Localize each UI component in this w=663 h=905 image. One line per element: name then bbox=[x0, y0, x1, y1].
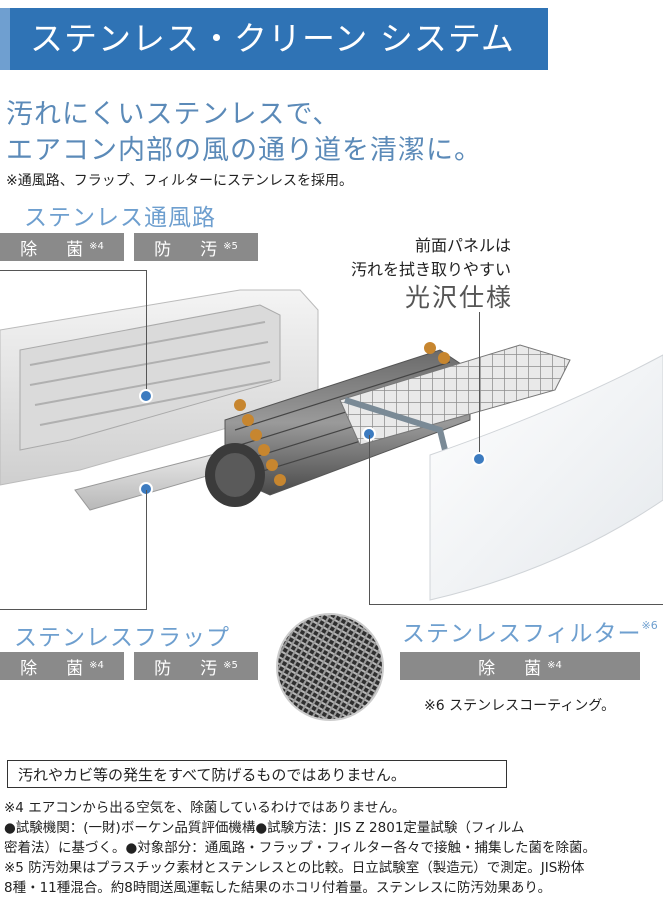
flap-badge-antifouling: 防 汚※5 bbox=[134, 652, 258, 680]
filter-badge-sterilize-label: 除 菌 bbox=[478, 659, 548, 679]
note-stainless: ※通風路、フラップ、フィルターにステンレスを採用。 bbox=[6, 173, 354, 189]
panel-leader bbox=[479, 312, 480, 458]
panel-callout-line3: 光沢仕様 bbox=[404, 283, 513, 312]
disclaimer-box: 汚れやカビ等の発生をすべて防げるものではありません。 bbox=[7, 760, 507, 788]
flap-badge-antifouling-label: 防 汚 bbox=[154, 659, 224, 679]
filter-leader-h bbox=[369, 604, 663, 605]
airpath-badge-sterilize-mark: ※4 bbox=[89, 241, 104, 252]
flap-title: ステンレスフラップ bbox=[14, 625, 230, 651]
footnote-line4: ※5 防汚効果はプラスチック素材とステンレスとの比較。日立試験室（製造元）で測定… bbox=[4, 860, 585, 876]
airpath-leader-v bbox=[146, 270, 147, 396]
filter-leader-v bbox=[369, 435, 370, 604]
airpath-badge-antifouling-mark: ※5 bbox=[223, 241, 238, 252]
airpath-title: ステンレス通風路 bbox=[24, 205, 216, 231]
flap-leader-h bbox=[0, 609, 147, 610]
filter-badge-sterilize-mark: ※4 bbox=[547, 660, 562, 671]
footnote-line3: 密着法）に基づく。●対象部分：通風路・フラップ・フィルター各々で接触・捕集した菌… bbox=[4, 840, 597, 856]
headline-line2: エアコン内部の風の通り道を清潔に。 bbox=[6, 135, 482, 166]
filter-title-text: ステンレスフィルター bbox=[402, 621, 642, 647]
header-title: ステンレス・クリーン システム bbox=[30, 19, 515, 58]
header-banner bbox=[0, 8, 548, 70]
filter-mesh-closeup bbox=[276, 613, 384, 721]
airpath-leader-h bbox=[0, 270, 146, 271]
flap-badge-sterilize: 除 菌※4 bbox=[0, 652, 124, 680]
flap-badge-antifouling-mark: ※5 bbox=[223, 660, 238, 671]
footnote-line5: 8種・11種混合。約8時間送風運転した結果のホコリ付着量。ステンレスに防汚効果あ… bbox=[4, 880, 552, 896]
panel-callout-line1: 前面パネルは bbox=[414, 236, 511, 255]
filter-badge-sterilize: 除 菌※4 bbox=[400, 652, 640, 680]
airpath-badge-antifouling: 防 汚※5 bbox=[134, 233, 258, 261]
airpath-marker-dot bbox=[139, 389, 153, 403]
filter-title: ステンレスフィルター※6 bbox=[402, 614, 658, 648]
product-illustration bbox=[0, 289, 663, 601]
filter-note: ※6 ステンレスコーティング。 bbox=[424, 698, 616, 714]
headline-line1: 汚れにくいステンレスで、 bbox=[6, 99, 341, 130]
flap-leader-v bbox=[146, 490, 147, 609]
filter-title-mark: ※6 bbox=[641, 619, 658, 632]
panel-callout-line2: 汚れを拭き取りやすい bbox=[350, 260, 511, 279]
panel-marker-dot bbox=[472, 452, 486, 466]
flap-badge-sterilize-label: 除 菌 bbox=[20, 659, 90, 679]
airpath-badge-sterilize-label: 除 菌 bbox=[20, 240, 90, 260]
header-accent-bar bbox=[0, 8, 10, 70]
airpath-badge-antifouling-label: 防 汚 bbox=[154, 240, 224, 260]
footnote-line1: ※4 エアコンから出る空気を、除菌しているわけではありません。 bbox=[4, 800, 406, 816]
flap-badge-sterilize-mark: ※4 bbox=[89, 660, 104, 671]
airpath-badge-sterilize: 除 菌※4 bbox=[0, 233, 124, 261]
footnote-line2: ●試験機関：(一財)ボーケン品質評価機構●試験方法：JIS Z 2801定量試験… bbox=[4, 820, 525, 836]
